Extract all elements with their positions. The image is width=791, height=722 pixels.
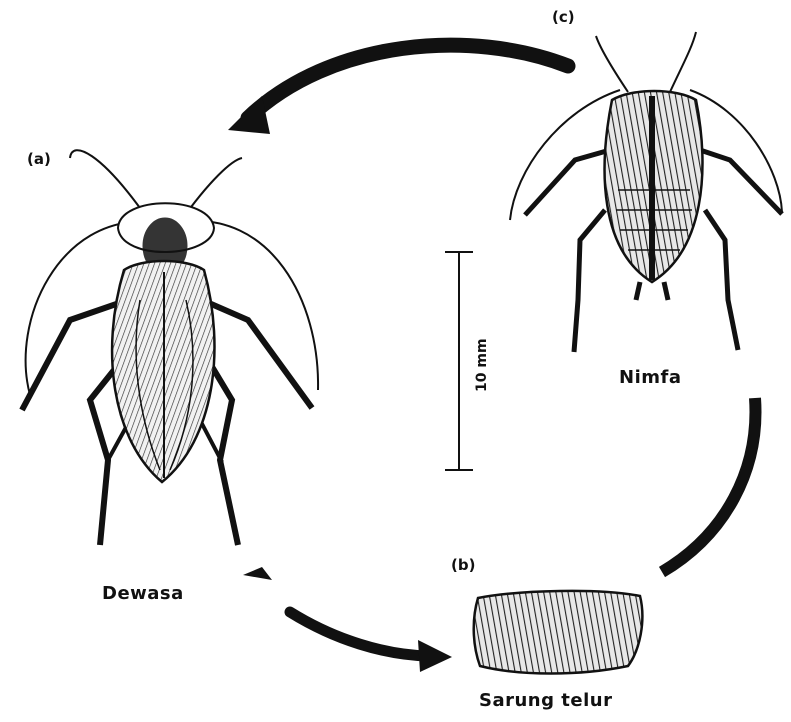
egg-case-illustration [474, 591, 643, 674]
adult-cockroach-illustration [22, 150, 318, 545]
label-c: (c) [552, 8, 575, 26]
small-arrow-tail [243, 567, 272, 580]
label-b: (b) [451, 556, 475, 574]
arc-egg-to-nymph [662, 398, 755, 572]
label-nymph: Nimfa [619, 367, 681, 388]
label-adult: Dewasa [102, 583, 184, 604]
arrow-adult-to-egg [243, 567, 452, 672]
scale-bar [445, 252, 473, 470]
nymph-cockroach-illustration [510, 32, 782, 352]
label-egg-case: Sarung telur [479, 690, 612, 711]
label-a: (a) [27, 150, 51, 168]
arrow-nymph-to-adult [228, 45, 568, 134]
scale-label: 10 mm [474, 338, 490, 392]
